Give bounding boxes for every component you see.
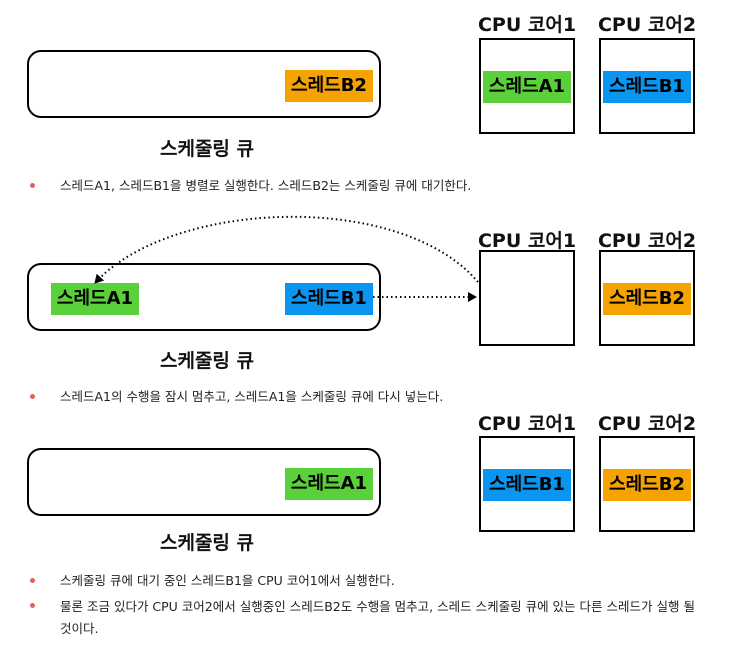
queue-title-stage1: 스케줄링 큐 — [159, 138, 254, 160]
queue-title-stage2: 스케줄링 큐 — [159, 350, 254, 372]
thread-b2-on-core2: 스레드B2 — [603, 469, 691, 501]
core2-title-stage3: CPU 코어2 — [597, 413, 697, 435]
thread-a1-in-queue: 스레드A1 — [51, 283, 139, 315]
core1-title-stage3: CPU 코어1 — [477, 413, 577, 435]
core2-title-stage1: CPU 코어2 — [597, 14, 697, 36]
cpu-core2-stage1: 스레드B1 — [599, 38, 695, 134]
core2-title-stage2: CPU 코어2 — [597, 230, 697, 252]
cpu-core1-stage1: 스레드A1 — [479, 38, 575, 134]
cpu-core2-stage2: 스레드B2 — [599, 250, 695, 346]
bullet-dot — [30, 578, 35, 583]
thread-a1-in-queue: 스레드A1 — [285, 468, 373, 500]
thread-b2-on-core2: 스레드B2 — [603, 283, 691, 315]
thread-b1-on-core2: 스레드B1 — [603, 71, 691, 103]
thread-b1-on-core1: 스레드B1 — [483, 469, 571, 501]
thread-b1-in-queue: 스레드B1 — [285, 283, 373, 315]
bullet-dot — [30, 394, 35, 399]
cpu-core1-stage2 — [479, 250, 575, 346]
arrow-core1-to-queue-a1 — [94, 215, 479, 284]
core1-title-stage2: CPU 코어1 — [477, 230, 577, 252]
scheduling-queue-stage3: 스레드A1 — [27, 448, 381, 516]
bullet-dot — [30, 183, 35, 188]
cpu-core1-stage3: 스레드B1 — [479, 436, 575, 532]
scheduling-queue-stage1: 스레드B2 — [27, 50, 381, 118]
thread-b2-in-queue: 스레드B2 — [285, 70, 373, 102]
scheduling-queue-stage2: 스레드A1 스레드B1 — [27, 263, 381, 331]
core1-title-stage1: CPU 코어1 — [477, 14, 577, 36]
bullet-dot — [30, 603, 35, 608]
thread-a1-on-core1: 스레드A1 — [483, 71, 571, 103]
cpu-core2-stage3: 스레드B2 — [599, 436, 695, 532]
queue-title-stage3: 스케줄링 큐 — [159, 532, 254, 554]
